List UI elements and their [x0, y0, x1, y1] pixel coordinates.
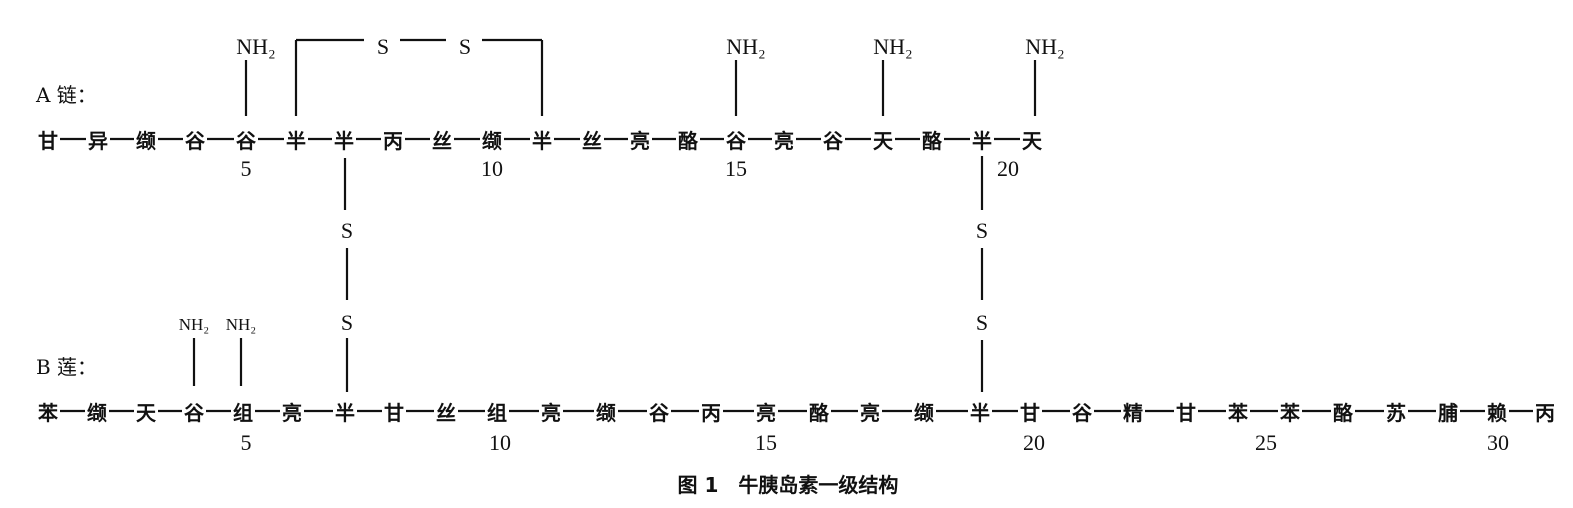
chain-b-residue: 缬 [596, 401, 616, 425]
sulfur-atom: S [459, 34, 471, 59]
chain-b-residue: 丝 [436, 401, 456, 425]
chain-a-residue: 丝 [582, 129, 602, 153]
sulfur-atom: S [377, 34, 389, 59]
chain-b-position-number: 10 [489, 430, 511, 455]
chain-a-residue: 酪 [678, 129, 699, 153]
amide-group-label: NH₂ [226, 315, 256, 334]
amide-group-label: NH₂ [179, 315, 209, 334]
chain-a-position-number: 20 [997, 156, 1019, 181]
chain-b-label: B 莲： [36, 355, 97, 379]
chain-b-residue: 赖 [1487, 401, 1507, 425]
chain-b-residue: 亮 [860, 401, 880, 425]
chain-b-position-number: 30 [1487, 430, 1509, 455]
sulfur-atom: S [341, 218, 353, 243]
chain-b-position-number: 20 [1023, 430, 1045, 455]
chain-a-residue: 谷 [823, 129, 844, 153]
chain-a-residue: 天 [1022, 129, 1043, 153]
chain-b-residue: 亮 [756, 401, 776, 425]
chain-b-residue: 组 [233, 401, 253, 425]
chain-b-residue: 苏 [1386, 401, 1406, 425]
sulfur-atom: S [976, 218, 988, 243]
chain-b-residue: 丙 [701, 401, 721, 425]
chain-b-residue: 组 [487, 401, 507, 425]
chain-b-residue: 谷 [1072, 401, 1093, 425]
chain-b-residue: 缬 [914, 401, 934, 425]
chain-a-residue: 异 [88, 129, 108, 153]
sulfur-atom: S [976, 310, 988, 335]
chain-a-residue: 甘 [38, 129, 58, 153]
chain-a-residue: 亮 [774, 129, 794, 153]
chain-a-residue: 半 [972, 129, 992, 153]
chain-b-position-number: 5 [241, 430, 252, 455]
chain-a-residue: 亮 [630, 129, 650, 153]
chain-a-position-number: 5 [241, 156, 252, 181]
chain-b-residue: 亮 [541, 401, 561, 425]
chain-b-residue: 半 [335, 401, 355, 425]
chain-a-residue: 半 [334, 129, 354, 153]
amide-group-label: NH₂ [1025, 34, 1064, 59]
chain-a-residue: 丙 [383, 129, 403, 153]
chain-b-residue: 苯 [1279, 401, 1300, 425]
figure-caption: 图 1 牛胰岛素一级结构 [678, 473, 899, 497]
chain-a-residue: 缬 [136, 129, 156, 153]
chain-a-position-number: 10 [481, 156, 503, 181]
chain-b-residue: 苯 [37, 401, 58, 425]
chain-b-position-number: 15 [755, 430, 777, 455]
chain-b-residue: 丙 [1535, 401, 1555, 425]
chain-a-residue: 谷 [236, 129, 257, 153]
chain-b-residue: 甘 [1020, 401, 1040, 425]
chain-b-residue: 苯 [1227, 401, 1248, 425]
chain-a-residue: 半 [532, 129, 552, 153]
chain-b-residue: 天 [136, 401, 157, 425]
amide-group-label: NH₂ [236, 34, 275, 59]
chain-a-position-number: 15 [725, 156, 747, 181]
sulfur-atom: S [341, 310, 353, 335]
chain-b-residue: 谷 [649, 401, 670, 425]
chain-b-residue: 酪 [809, 401, 830, 425]
chain-a-residue: 谷 [726, 129, 747, 153]
chain-a-residue: 天 [873, 129, 894, 153]
chain-b-residue: 精 [1123, 401, 1143, 425]
chain-a-residue: 谷 [185, 129, 206, 153]
chain-b-residue: 亮 [282, 401, 302, 425]
amide-group-label: NH₂ [873, 34, 912, 59]
chain-b-residue: 甘 [1176, 401, 1196, 425]
chain-a-residue: 酪 [922, 129, 943, 153]
chain-b-residue: 缬 [87, 401, 107, 425]
chain-a-residue: 半 [286, 129, 306, 153]
chain-b-residue: 甘 [384, 401, 404, 425]
chain-b-residue: 半 [970, 401, 990, 425]
chain-b-residue: 脯 [1438, 401, 1458, 425]
chain-b-residue: 酪 [1333, 401, 1354, 425]
chain-a-residue: 缬 [482, 129, 502, 153]
chain-b-position-number: 25 [1255, 430, 1277, 455]
amide-group-label: NH₂ [726, 34, 765, 59]
chain-b-residue: 谷 [184, 401, 205, 425]
chain-a-residue: 丝 [432, 129, 452, 153]
chain-a-label: A 链： [35, 83, 97, 107]
